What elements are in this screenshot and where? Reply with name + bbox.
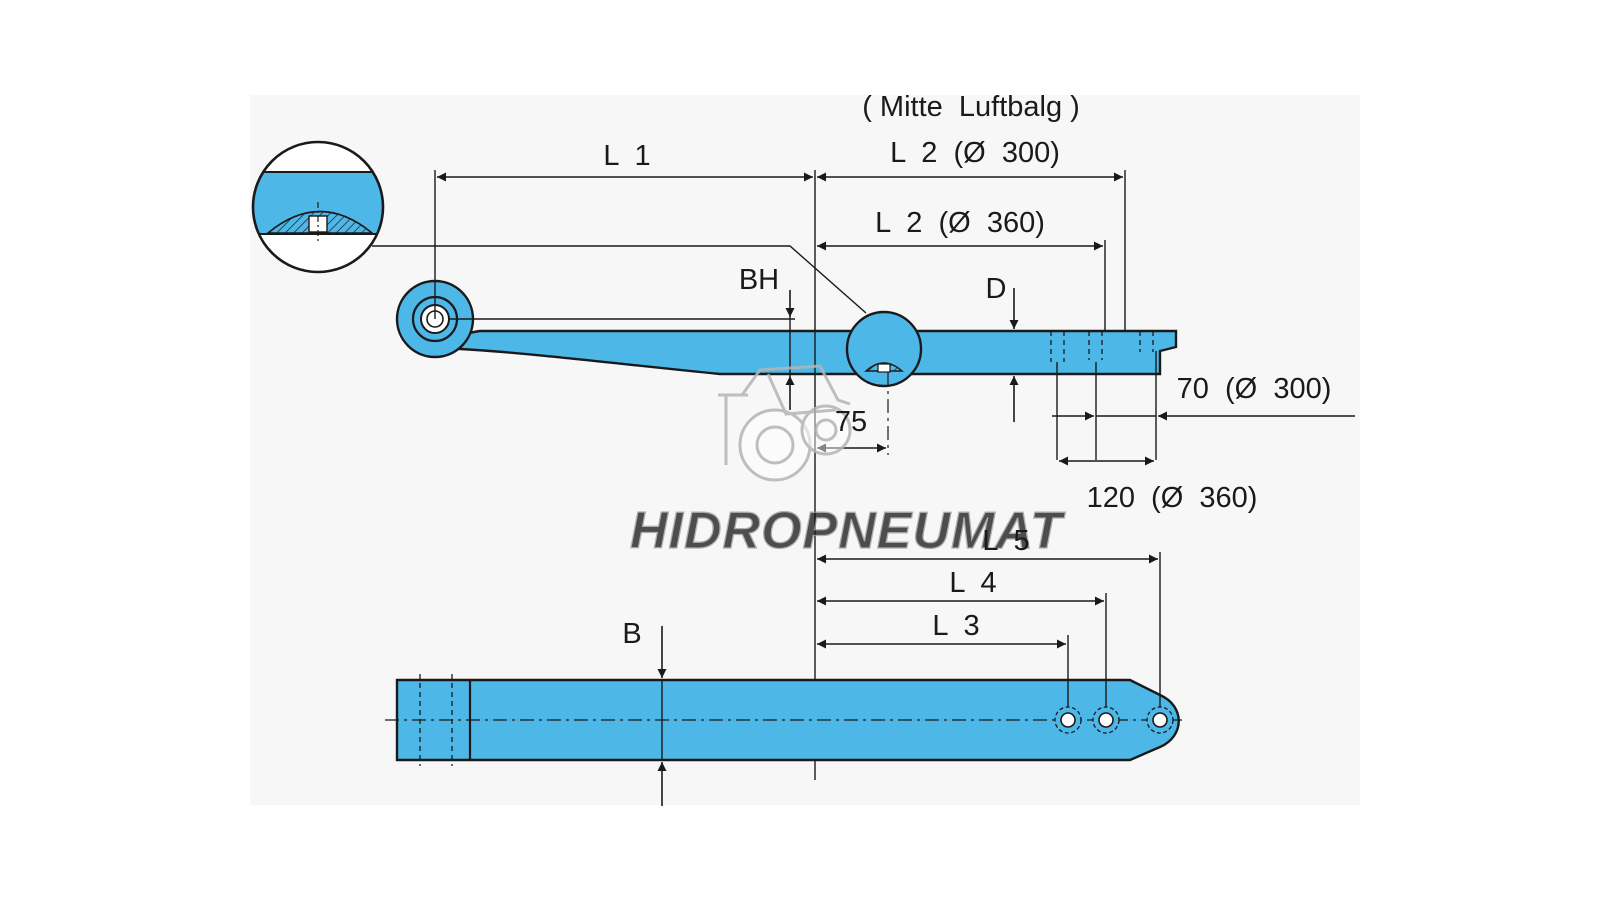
watermark-text: HIDROPNEUMAT (630, 502, 1066, 560)
extension-lines-side (434, 170, 1157, 780)
hole-l5 (1146, 706, 1174, 734)
labels: ( Mitte Luftbalg ) L 1 L 2 (Ø 300) L 2 (… (603, 91, 1331, 650)
label-l3: L 3 (932, 610, 979, 642)
label-70-300: 70 (Ø 300) (1177, 373, 1332, 405)
label-bh: BH (739, 264, 779, 296)
label-l4: L 4 (949, 567, 996, 599)
magnified-detail (251, 140, 385, 274)
detail-leader-line (372, 245, 867, 314)
label-120-360: 120 (Ø 360) (1087, 482, 1258, 514)
label-d: D (986, 273, 1007, 305)
magnified-detail-outline (251, 140, 385, 274)
tractor-logo-icon (718, 364, 852, 482)
watermark: HIDROPNEUMAT (629, 364, 1066, 561)
side-view (251, 140, 1355, 780)
center-bolt-detail-marker (845, 310, 923, 388)
center-bolt-head-small (877, 363, 891, 373)
label-l5: L 5 (982, 525, 1029, 557)
hole-l4 (1092, 706, 1120, 734)
label-l2-360: L 2 (Ø 360) (875, 207, 1045, 239)
label-75: 75 (835, 406, 867, 438)
label-l2-300: L 2 (Ø 300) (890, 137, 1060, 169)
hole-l3 (1054, 706, 1082, 734)
label-b: B (622, 618, 641, 650)
label-mitte-luftbalg: ( Mitte Luftbalg ) (862, 91, 1080, 123)
extension-lines-top (1067, 552, 1161, 707)
top-view (385, 552, 1185, 806)
label-l1: L 1 (603, 140, 650, 172)
